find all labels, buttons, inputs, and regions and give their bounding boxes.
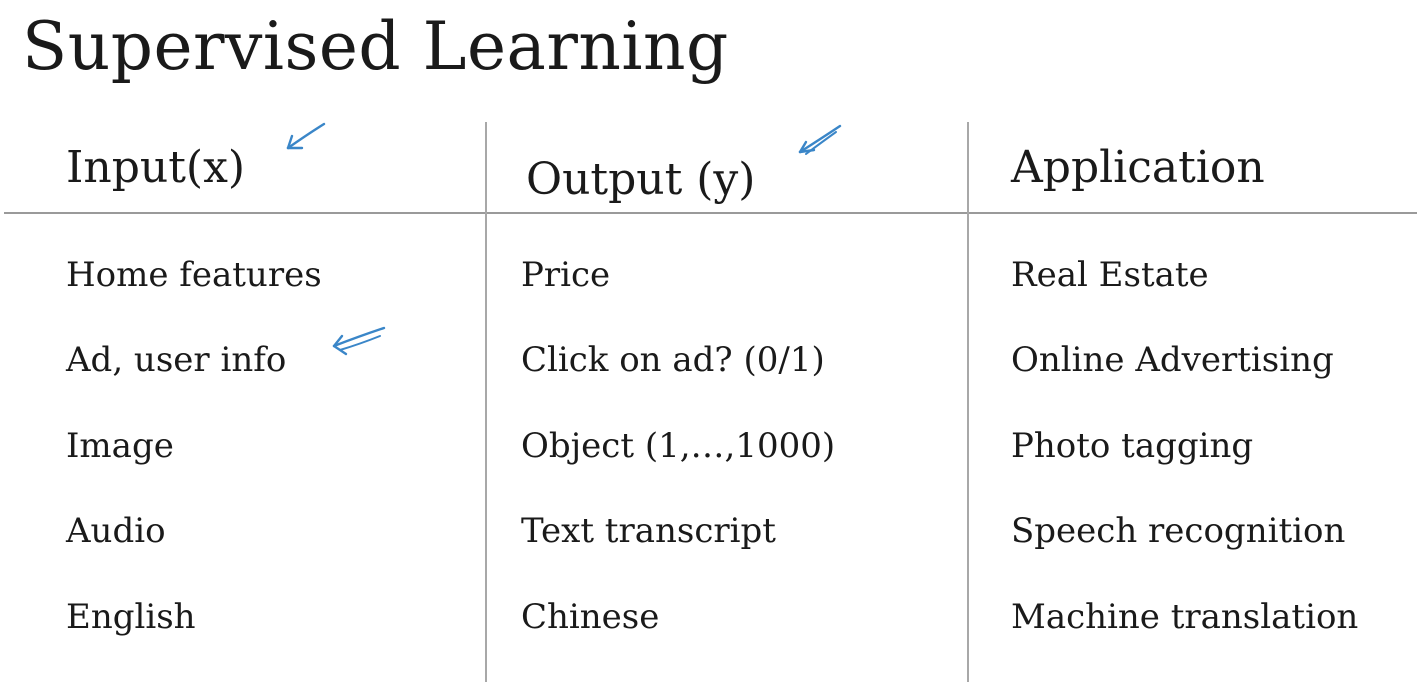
header-application: Application <box>1011 142 1265 193</box>
cell-application-1: Real Estate <box>1011 255 1209 295</box>
cell-output-4: Text transcript <box>521 511 776 551</box>
cell-output-2: Click on ad? (0/1) <box>521 340 825 380</box>
header-divider <box>4 212 1417 214</box>
cell-output-5: Chinese <box>521 597 660 637</box>
cell-output-3: Object (1,…,1000) <box>521 426 836 466</box>
cell-application-3: Photo tagging <box>1011 426 1254 466</box>
cell-application-4: Speech recognition <box>1011 511 1346 551</box>
cell-application-5: Machine translation <box>1011 597 1359 637</box>
cell-input-4: Audio <box>66 511 166 551</box>
cell-input-3: Image <box>66 426 174 466</box>
cell-application-2: Online Advertising <box>1011 340 1334 380</box>
column-divider-1 <box>485 122 487 682</box>
cell-input-5: English <box>66 597 196 637</box>
annotation-arrow-icon <box>326 320 396 370</box>
header-output: Output (y) <box>526 154 756 205</box>
header-input: Input(x) <box>66 142 246 193</box>
cell-input-1: Home features <box>66 255 322 295</box>
annotation-arrow-icon <box>792 122 862 172</box>
cell-input-2: Ad, user info <box>66 340 287 380</box>
column-divider-2 <box>967 122 969 682</box>
cell-output-1: Price <box>521 255 611 295</box>
annotation-arrow-icon <box>280 118 350 168</box>
slide-title: Supervised Learning <box>22 8 729 85</box>
